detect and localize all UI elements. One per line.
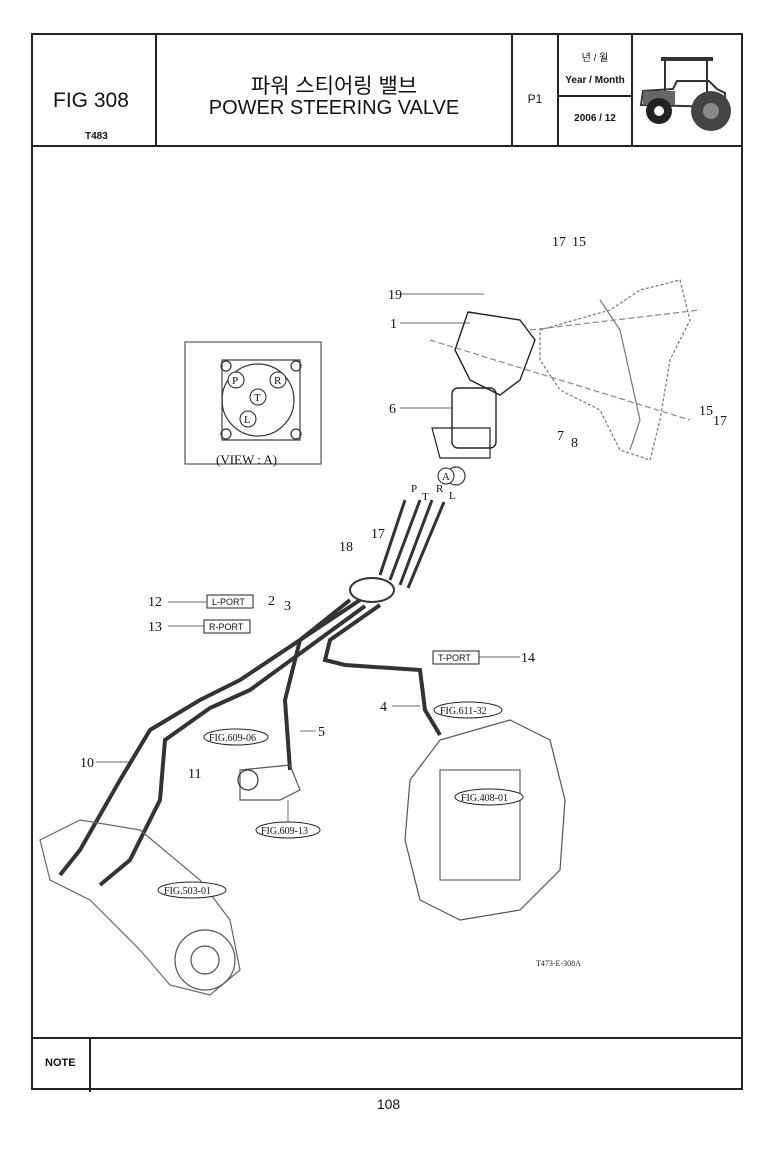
title-korean: 파워 스티어링 밸브 xyxy=(250,75,418,98)
title-english: POWER STEERING VALVE xyxy=(208,97,460,119)
callout-7: 7 xyxy=(557,429,564,444)
callout-2: 2 xyxy=(268,594,275,609)
callout-15-right: 15 xyxy=(699,404,713,419)
header: FIG 308 T483 파워 스티어링 밸브 POWER STEERING V… xyxy=(33,35,741,147)
page-frame: FIG 308 T483 파워 스티어링 밸브 POWER STEERING V… xyxy=(31,33,743,1092)
callout-6: 6 xyxy=(389,402,396,417)
callout-17-top: 17 xyxy=(552,235,566,250)
drawing-code: T473-E-308A xyxy=(536,959,581,968)
callout-1: 1 xyxy=(390,317,397,332)
figref-609-06: FIG.609-06 xyxy=(209,733,256,744)
view-label: (VIEW : A) xyxy=(216,452,277,467)
t-port-label: T-PORT xyxy=(438,653,471,663)
l-port-label: L-PORT xyxy=(212,597,245,607)
callout-4: 4 xyxy=(380,700,387,715)
hose-port-l: L xyxy=(449,490,456,502)
note-label: NOTE xyxy=(45,1057,76,1069)
note-label-cell: NOTE xyxy=(33,1039,91,1092)
callout-13: 13 xyxy=(148,620,162,635)
callout-18: 17 xyxy=(371,527,385,542)
view-port-t: T xyxy=(254,392,261,404)
callout-8: 8 xyxy=(571,436,578,451)
callout-19: 18 xyxy=(339,540,353,555)
callout-15-top: 15 xyxy=(572,235,586,250)
model-code: T483 xyxy=(85,131,108,142)
callout-11: 11 xyxy=(188,767,201,782)
callout-14: 14 xyxy=(521,651,535,666)
title-cell: 파워 스티어링 밸브 POWER STEERING VALVE xyxy=(157,35,513,145)
hose-port-t: T xyxy=(422,491,429,503)
fig-number-cell: FIG 308 T483 xyxy=(33,35,157,145)
callout-17-right: 17 xyxy=(713,414,727,429)
callout-5: 5 xyxy=(318,725,325,740)
fig-number: FIG 308 xyxy=(53,89,129,112)
note-row: NOTE xyxy=(33,1037,741,1092)
date-value: 2006 / 12 xyxy=(574,113,616,124)
page-number: 108 xyxy=(376,1096,401,1112)
figref-408-01: FIG.408-01 xyxy=(461,793,508,804)
date-divider xyxy=(559,95,631,97)
callout-3: 3 xyxy=(284,599,291,614)
figref-609-13: FIG.609-13 xyxy=(261,826,308,837)
figref-611-32: FIG.611-32 xyxy=(440,706,487,717)
view-port-r: R xyxy=(274,375,282,387)
tractor-logo-cell xyxy=(633,35,743,145)
year-month-korean: 년 / 월 xyxy=(581,53,609,64)
callout-10: 10 xyxy=(80,756,94,771)
tractor-icon xyxy=(639,57,731,131)
page-cell: P1 xyxy=(513,35,559,145)
year-month-english: Year / Month xyxy=(565,75,625,86)
r-port-label: R-PORT xyxy=(209,622,244,632)
page-label: P1 xyxy=(527,92,543,106)
callout-16: 19 xyxy=(388,288,402,303)
view-port-p: P xyxy=(232,375,238,387)
view-port-l: L xyxy=(244,414,251,426)
date-cell: 년 / 월 Year / Month 2006 / 12 xyxy=(559,35,633,145)
hose-port-r: R xyxy=(436,483,444,495)
hose-port-p: P xyxy=(411,483,417,495)
figref-503-01: FIG.503-01 xyxy=(164,886,211,897)
callout-12: 12 xyxy=(148,595,162,610)
detail-marker-a: A xyxy=(442,471,450,483)
